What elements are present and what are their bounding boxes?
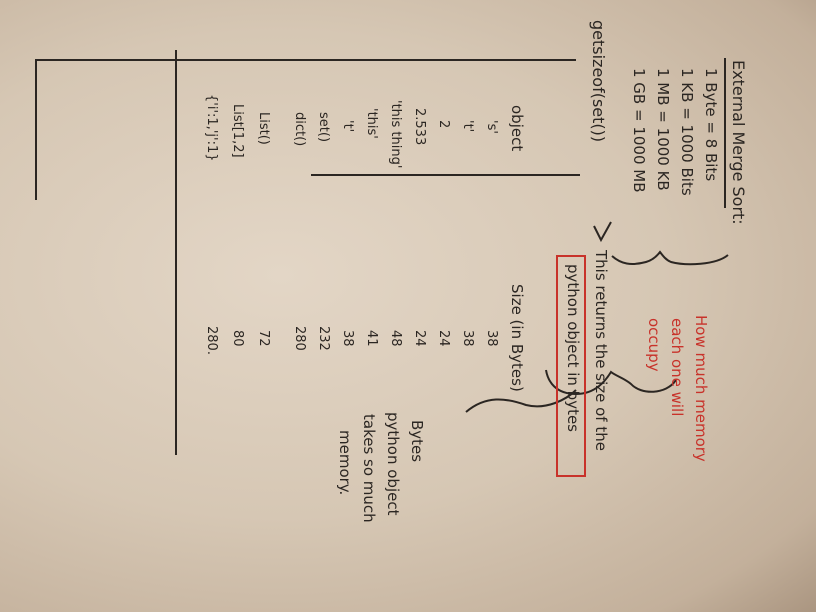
row-size: 38 <box>484 330 499 347</box>
column-object-header: object <box>508 105 526 152</box>
row-object: 'this' <box>364 108 379 139</box>
row-object: {'i':1,'j':1} <box>204 94 219 162</box>
column-size-header: Size (in Bytes) <box>508 284 526 392</box>
row-size: 38 <box>340 330 355 347</box>
row-object: List[1,2] <box>230 104 245 158</box>
row-size: 48 <box>388 330 403 347</box>
bytes-note-line2: python object <box>384 412 402 516</box>
function-note: This returns the size of the <box>592 250 610 451</box>
row-object: 's' <box>484 120 499 134</box>
bytes-note-line1: Bytes <box>408 420 426 463</box>
units-note-line1: How much memory <box>692 315 710 462</box>
row-size: 72 <box>256 330 271 347</box>
row-size: 280. <box>204 326 219 355</box>
row-size: 24 <box>436 330 451 347</box>
row-size: 41 <box>364 330 379 347</box>
row-object: 't' <box>460 120 475 133</box>
row-object: 2.533 <box>412 108 427 146</box>
units-note-line2: each one will <box>668 318 686 417</box>
bytes-note-line4: memory. <box>336 430 354 496</box>
row-object: 't' <box>340 120 355 133</box>
row-size: 280 <box>292 326 307 351</box>
function-note-boxed: python object in bytes <box>564 264 582 432</box>
row-object: 2 <box>436 120 451 129</box>
function-call: getsizeof(set()) <box>589 20 608 143</box>
units-note-line3: occupy <box>645 318 663 372</box>
row-object: set() <box>316 112 331 143</box>
row-object: dict() <box>292 112 307 147</box>
row-size: 24 <box>412 330 427 347</box>
row-size: 38 <box>460 330 475 347</box>
bytes-note-line3: takes so much <box>360 414 378 523</box>
row-object: List() <box>256 112 271 145</box>
row-object: 'this thing' <box>388 100 403 169</box>
row-size: 80 <box>230 330 245 347</box>
row-size: 232 <box>316 326 331 351</box>
